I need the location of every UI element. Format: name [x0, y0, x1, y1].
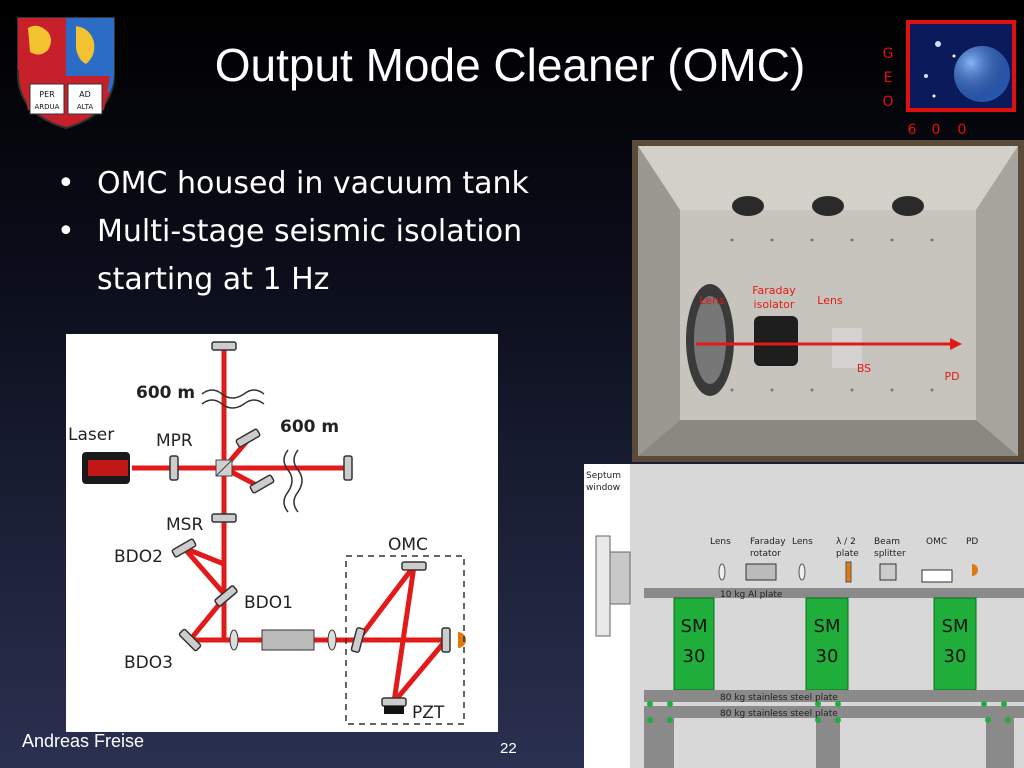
- bench-label-lens-2: Lens: [792, 537, 813, 547]
- page-number: 22: [500, 740, 517, 757]
- sm-value-2: 30: [816, 646, 839, 667]
- bench-label-plate-bot: 80 kg stainless steel plate: [720, 709, 838, 719]
- bench-label-faraday-1: Faraday: [750, 537, 786, 547]
- label-bdo1: BDO1: [244, 593, 293, 613]
- photo-label-lens-2: Lens: [817, 294, 843, 307]
- vacuum-tank-photo: Lens Faraday isolator Lens BS PD: [632, 140, 1024, 462]
- label-mpr: MPR: [156, 431, 193, 451]
- bench-label-halfwave-2: plate: [836, 549, 859, 559]
- crest-motto-alta: ALTA: [77, 103, 93, 111]
- label-arm-1-length: 600 m: [136, 383, 195, 403]
- bullet-list: OMC housed in vacuum tank Multi-stage se…: [55, 160, 595, 304]
- bench-label-septum-2: window: [586, 483, 620, 493]
- label-bdo3: BDO3: [124, 653, 173, 673]
- bullet-item: Multi-stage seismic isolation starting at…: [55, 208, 595, 304]
- optical-bench-diagram: Septum window Lens Faraday rotator Lens …: [584, 464, 1024, 768]
- label-arm-2-length: 600 m: [280, 417, 339, 437]
- photo-label-pd: PD: [944, 370, 959, 383]
- geo-letter-o: O: [882, 94, 893, 110]
- label-pzt: PZT: [412, 703, 445, 723]
- bullet-text: OMC housed in vacuum tank: [97, 166, 529, 201]
- crest-motto-per: PER: [39, 90, 55, 99]
- bench-label-lens-1: Lens: [710, 537, 731, 547]
- interferometer-schematic: 600 m 600 m Laser MPR MSR BDO2 BDO1 BDO3…: [66, 334, 498, 732]
- geo600-logo: G E O 6 0 0: [882, 20, 1016, 138]
- photo-label-faraday-2: isolator: [754, 298, 795, 311]
- bench-label-beamsplitter-2: splitter: [874, 549, 906, 559]
- label-msr: MSR: [166, 515, 203, 535]
- geo-digit-0a: 0: [932, 122, 941, 138]
- photo-label-lens-1: Lens: [699, 294, 725, 307]
- geo-letter-e: E: [884, 70, 893, 86]
- crest-motto-ardua: ARDUA: [35, 103, 60, 111]
- photo-label-bs: BS: [857, 362, 871, 375]
- bench-label-plate-mid: 80 kg stainless steel plate: [720, 693, 838, 703]
- photo-label-faraday-1: Faraday: [752, 284, 796, 297]
- geo-digit-0b: 0: [958, 122, 967, 138]
- university-crest-logo: PER AD ARDUA ALTA: [17, 17, 115, 130]
- label-laser: Laser: [68, 425, 114, 445]
- label-omc: OMC: [388, 535, 428, 555]
- bench-label-halfwave-1: λ / 2: [836, 537, 856, 547]
- bench-label-septum-1: Septum: [586, 471, 621, 481]
- bench-label-faraday-2: rotator: [750, 549, 781, 559]
- bullet-text-continued: starting at 1 Hz: [97, 262, 330, 297]
- sm-label-1: SM: [681, 616, 708, 637]
- sm-value-1: 30: [683, 646, 706, 667]
- geo-digit-6: 6: [908, 122, 917, 138]
- sm-label-3: SM: [942, 616, 969, 637]
- footer-author: Andreas Freise: [22, 731, 145, 751]
- slide-title: Output Mode Cleaner (OMC): [214, 39, 806, 91]
- bench-label-omc: OMC: [926, 537, 947, 547]
- label-bdo2: BDO2: [114, 547, 163, 567]
- bench-label-pd: PD: [966, 537, 978, 547]
- sm-value-3: 30: [944, 646, 967, 667]
- bullet-text: Multi-stage seismic isolation: [97, 214, 523, 249]
- bullet-item: OMC housed in vacuum tank: [55, 160, 595, 208]
- sm-label-2: SM: [814, 616, 841, 637]
- geo-letter-g: G: [883, 46, 894, 62]
- bench-label-plate-top: 10 kg Al plate: [720, 590, 783, 600]
- crest-motto-ad: AD: [79, 90, 91, 99]
- bench-label-beamsplitter-1: Beam: [874, 537, 900, 547]
